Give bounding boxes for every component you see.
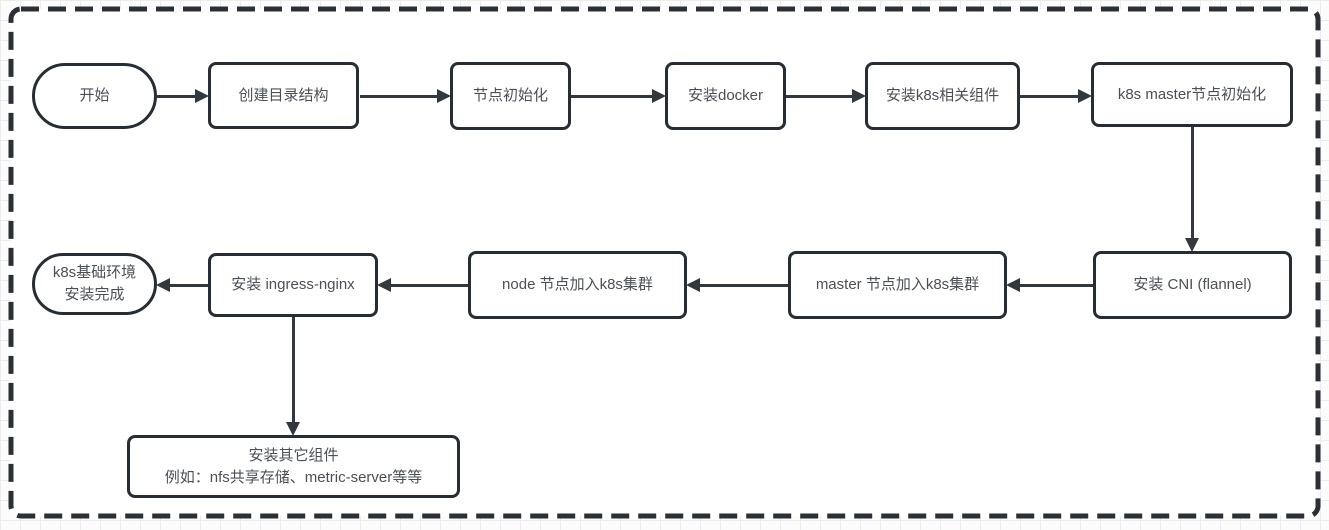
- arrow-head-left-icon: [377, 277, 391, 292]
- arrow-head-down-icon: [285, 422, 300, 436]
- arrow-head-right-icon: [852, 88, 866, 103]
- arrow-line: [291, 317, 295, 423]
- arrow-line: [699, 283, 788, 287]
- arrow-install-ingress-to-done: [156, 277, 208, 292]
- flow-node-master-join-cluster: master 节点加入k8s集群: [788, 251, 1007, 319]
- arrow-k8s-components-to-master-init: [1020, 88, 1092, 103]
- flow-node-install-ingress-nginx: 安装 ingress-nginx: [208, 253, 378, 317]
- flow-node-k8s-master-init: k8s master节点初始化: [1091, 62, 1293, 127]
- arrow-head-right-icon: [652, 88, 666, 103]
- arrow-line: [786, 94, 853, 98]
- flow-node-install-cni: 安装 CNI (flannel): [1093, 251, 1292, 319]
- flow-node-install-docker: 安装docker: [665, 62, 786, 130]
- arrow-line: [1190, 127, 1194, 239]
- flow-node-node-init: 节点初始化: [450, 62, 571, 130]
- arrow-master-join-to-node-join: [686, 277, 788, 292]
- arrow-head-right-icon: [437, 88, 451, 103]
- flow-node-create-dirs: 创建目录结构: [208, 62, 359, 129]
- arrow-head-left-icon: [156, 277, 170, 292]
- arrow-start-to-create-dirs: [157, 88, 209, 103]
- arrow-line: [571, 94, 653, 98]
- arrow-line: [1020, 94, 1079, 98]
- arrow-head-right-icon: [1078, 88, 1092, 103]
- flow-node-start: 开始: [32, 63, 157, 129]
- arrow-head-left-icon: [686, 277, 700, 292]
- arrow-line: [157, 94, 196, 98]
- arrow-node-init-to-install-docker: [571, 88, 666, 103]
- arrow-line: [390, 283, 468, 287]
- arrow-node-join-to-install-ingress: [377, 277, 468, 292]
- arrow-head-down-icon: [1184, 238, 1199, 252]
- arrow-create-dirs-to-node-init: [360, 88, 451, 103]
- arrow-line: [1019, 283, 1093, 287]
- arrow-head-left-icon: [1006, 277, 1020, 292]
- flow-node-install-k8s-components: 安装k8s相关组件: [865, 62, 1020, 130]
- arrow-install-docker-to-k8s-components: [786, 88, 866, 103]
- arrow-head-right-icon: [195, 88, 209, 103]
- flow-node-base-env-done: k8s基础环境 安装完成: [32, 253, 157, 315]
- flow-node-node-join-cluster: node 节点加入k8s集群: [468, 251, 687, 319]
- arrow-install-ingress-to-other-components: [285, 317, 300, 436]
- flow-node-install-other-components: 安装其它组件 例如：nfs共享存储、metric-server等等: [127, 435, 460, 498]
- arrow-line: [169, 283, 208, 287]
- arrow-master-init-to-install-cni: [1184, 127, 1199, 252]
- arrow-install-cni-to-master-join: [1006, 277, 1093, 292]
- arrow-line: [360, 94, 438, 98]
